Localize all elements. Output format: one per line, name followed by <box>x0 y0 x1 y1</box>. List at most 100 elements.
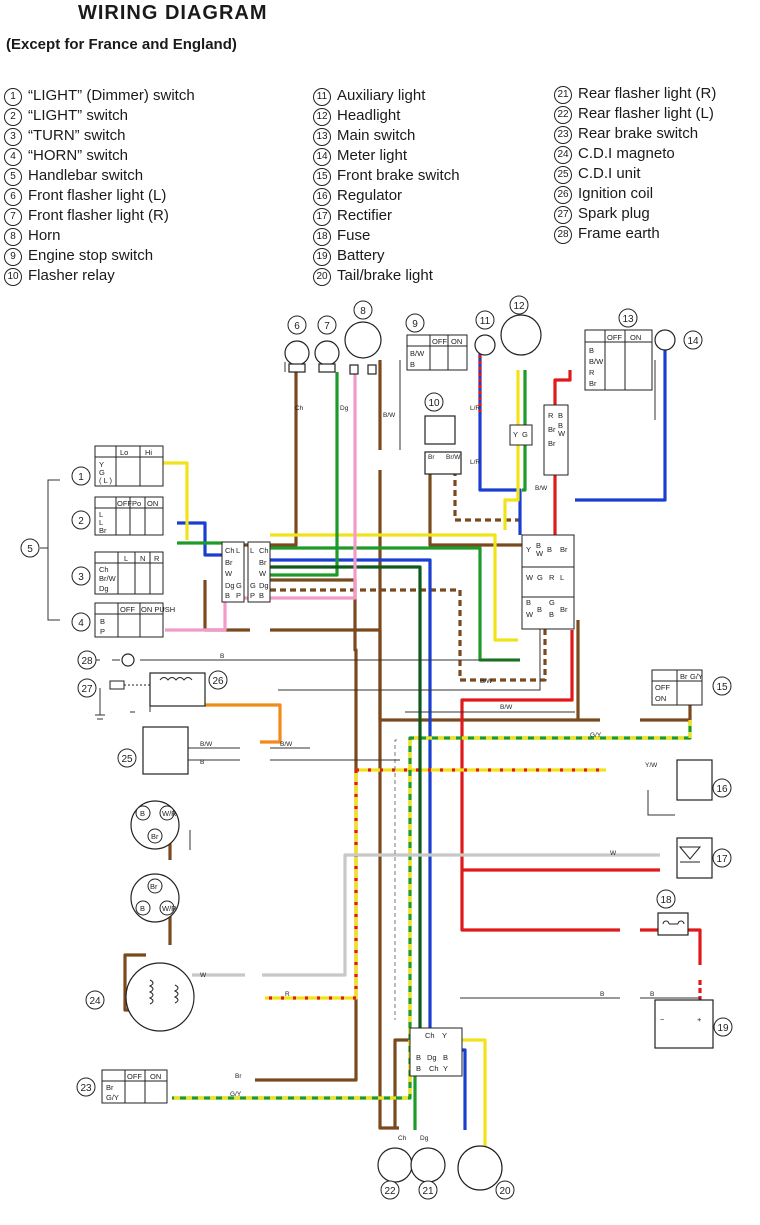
svg-text:ON PUSH: ON PUSH <box>141 605 175 614</box>
svg-text:Po: Po <box>132 499 141 508</box>
svg-text:W: W <box>536 549 544 558</box>
svg-text:Br: Br <box>589 379 597 388</box>
svg-text:28: 28 <box>81 656 93 667</box>
svg-text:Y: Y <box>513 430 518 439</box>
svg-text:5: 5 <box>27 544 33 555</box>
svg-text:Ch: Ch <box>429 1064 439 1073</box>
svg-text:Y/W: Y/W <box>645 762 658 769</box>
wire-blue-light-switch <box>177 521 230 557</box>
frame-earth-terminal <box>121 653 135 667</box>
wire-red-dash-magneto <box>265 770 358 1000</box>
svg-text:Ch: Ch <box>295 405 304 412</box>
svg-text:12: 12 <box>513 301 525 312</box>
flasher-relay-terminals <box>424 451 462 475</box>
svg-text:L: L <box>99 510 103 519</box>
svg-text:Br: Br <box>259 558 267 567</box>
svg-text:ON: ON <box>655 694 666 703</box>
svg-text:W/R: W/R <box>162 809 177 818</box>
wire-brown-rear-flasher-l <box>393 1038 410 1128</box>
legend-item: 1“LIGHT” (Dimmer) switch <box>4 86 195 106</box>
rectifier <box>676 837 713 879</box>
svg-text:13: 13 <box>622 314 634 325</box>
svg-text:B: B <box>140 904 145 913</box>
svg-text:Br: Br <box>151 832 159 841</box>
svg-text:B: B <box>558 421 563 430</box>
svg-text:ON: ON <box>630 333 641 342</box>
svg-text:4: 4 <box>78 618 84 629</box>
wire-yellow-headlight <box>503 370 520 530</box>
legend-item: 2“LIGHT” switch <box>4 106 195 126</box>
svg-text:21: 21 <box>422 1186 434 1197</box>
wire-blue-main <box>270 558 432 1040</box>
svg-text:Dg: Dg <box>427 1053 437 1062</box>
wire-green-headlight <box>522 370 527 492</box>
headlight-bulb <box>500 314 542 356</box>
svg-text:B: B <box>526 598 531 607</box>
svg-text:Dg: Dg <box>99 584 109 593</box>
switch-tables <box>94 329 703 1104</box>
svg-text:15: 15 <box>716 682 728 693</box>
svg-text:Dg: Dg <box>420 1135 429 1142</box>
svg-text:OFF: OFF <box>607 333 622 342</box>
svg-text:W: W <box>225 569 233 578</box>
svg-text:L: L <box>124 554 128 563</box>
svg-text:Br: Br <box>548 425 556 434</box>
svg-text:B: B <box>650 991 654 998</box>
svg-text:Y: Y <box>99 460 104 469</box>
cdi-unit <box>142 726 189 775</box>
wire-green-low <box>270 546 520 662</box>
svg-text:6: 6 <box>294 321 300 332</box>
svg-text:Br: Br <box>680 672 688 681</box>
svg-text:R: R <box>589 368 595 377</box>
battery <box>654 999 714 1049</box>
svg-text:L: L <box>236 546 240 555</box>
svg-text:W: W <box>558 429 566 438</box>
svg-text:B: B <box>100 617 105 626</box>
tail-brake-light-bulb <box>457 1145 503 1191</box>
svg-text:7: 7 <box>324 321 330 332</box>
svg-text:+: + <box>697 1015 702 1024</box>
svg-text:Ch: Ch <box>99 565 109 574</box>
svg-text:G: G <box>99 468 105 477</box>
svg-text:B: B <box>416 1064 421 1073</box>
wire-yellow-tail <box>460 1038 487 1148</box>
svg-text:Br: Br <box>235 1073 242 1080</box>
svg-text:W: W <box>200 972 207 979</box>
svg-text:P: P <box>236 591 241 600</box>
svg-text:14: 14 <box>687 336 699 347</box>
svg-text:B: B <box>558 411 563 420</box>
wire-white-rectifier <box>192 853 660 977</box>
svg-text:OFF: OFF <box>655 683 670 692</box>
svg-text:Y: Y <box>442 1031 447 1040</box>
flasher-relay <box>424 415 456 445</box>
wire-black-white <box>394 739 397 1020</box>
svg-text:L: L <box>560 573 564 582</box>
regulator <box>676 759 713 801</box>
svg-text:Dg: Dg <box>225 581 235 590</box>
svg-text:Br: Br <box>225 558 233 567</box>
svg-text:Br/W: Br/W <box>99 574 117 583</box>
front-flasher-l-bulb <box>284 340 310 366</box>
callouts: 6 7 8 9 10 11 12 13 14 15 16 17 18 19 20… <box>20 295 733 1200</box>
diagram-subtitle: (Except for France and England) <box>6 36 237 53</box>
svg-text:1: 1 <box>78 472 84 483</box>
wire-orange-coil <box>205 703 282 744</box>
svg-text:W: W <box>526 610 534 619</box>
svg-text:B: B <box>140 809 145 818</box>
svg-text:G/Y: G/Y <box>590 732 602 739</box>
